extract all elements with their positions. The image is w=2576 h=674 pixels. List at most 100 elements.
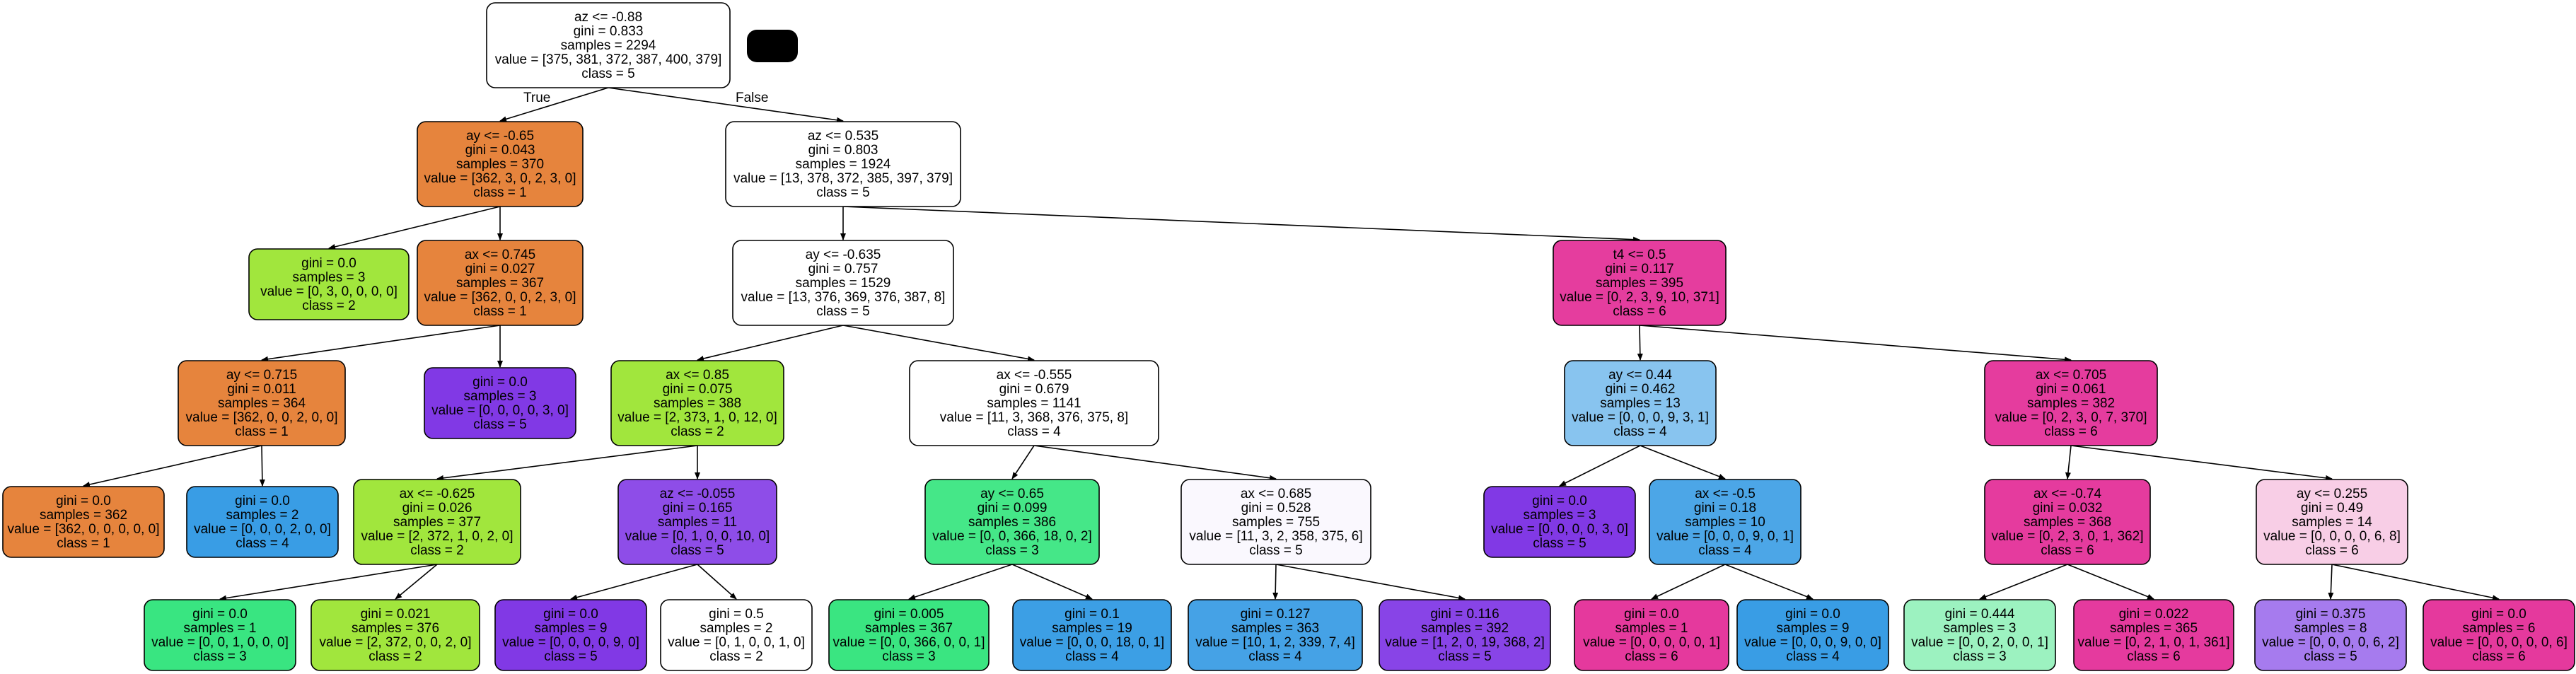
node-box (1564, 360, 1717, 446)
node-line: value = [0, 0, 0, 9, 0, 0] (1744, 635, 1881, 650)
node-line: ay <= 0.44 (1608, 368, 1672, 383)
node-line: ax <= 0.705 (2036, 368, 2106, 383)
node-line: gini = 0.444 (1945, 607, 2015, 622)
node-line: class = 5 (1438, 649, 1492, 664)
node-line: ay <= 0.65 (980, 487, 1044, 501)
node-line: samples = 3 (464, 389, 537, 404)
node-line: samples = 388 (654, 396, 741, 411)
black-rounded-badge (747, 30, 798, 62)
node-line: gini = 0.011 (227, 382, 296, 397)
node-line: class = 6 (1613, 304, 1666, 319)
node-line: samples = 365 (2110, 621, 2198, 636)
node-line: value = [375, 381, 372, 387, 400, 379] (495, 52, 722, 67)
node-line: gini = 0.0 (235, 494, 290, 509)
edge-n8-n24 (842, 206, 1640, 243)
edge-n18-n20 (1011, 564, 1093, 600)
node-line: gini = 0.0 (301, 256, 356, 271)
node-line: class = 3 (882, 649, 936, 664)
node-line: samples = 367 (456, 276, 544, 291)
node-box (924, 479, 1100, 565)
node-line: gini = 0.833 (574, 24, 644, 39)
node-line: gini = 0.0 (1624, 607, 1679, 622)
node-line: class = 3 (193, 649, 247, 664)
edge-n30-n34 (2070, 445, 2333, 481)
node-line: samples = 9 (1777, 621, 1850, 636)
node-line: class = 4 (1698, 543, 1752, 558)
edge-n24-n30 (1639, 325, 2072, 363)
node-line: value = [0, 2, 3, 9, 10, 371] (1560, 290, 1719, 305)
node-box (144, 599, 296, 671)
node-box (2254, 599, 2407, 671)
node-line: class = 5 (1533, 536, 1586, 551)
node-line: gini = 0.032 (2033, 501, 2103, 516)
node-box (909, 360, 1159, 446)
node-box (424, 367, 576, 439)
node-line: gini = 0.021 (361, 607, 431, 622)
node-line: class = 4 (236, 536, 289, 551)
node-line: class = 2 (671, 424, 724, 439)
node-line: ay <= -0.65 (466, 129, 534, 144)
node-box (1188, 599, 1363, 671)
edge-n18-n19 (908, 564, 1013, 600)
node-line: class = 1 (235, 424, 289, 439)
node-box (1180, 479, 1371, 565)
edge-label-false: False (736, 91, 768, 105)
node-line: samples = 2294 (561, 38, 656, 53)
node-line: gini = 0.027 (465, 262, 535, 277)
node-line: class = 5 (671, 543, 724, 558)
node-line: value = [13, 376, 369, 376, 387, 8] (741, 290, 946, 305)
node-box (311, 599, 480, 671)
node-line: value = [0, 1, 0, 0, 1, 0] (668, 635, 805, 650)
node-line: class = 3 (985, 543, 1039, 558)
edges-layer: True False (83, 87, 2500, 601)
node-line: class = 3 (1953, 649, 2007, 664)
node-line: gini = 0.528 (1241, 501, 1311, 516)
node-line: samples = 755 (1232, 515, 1320, 530)
node-line: class = 1 (57, 536, 110, 551)
node-line: value = [0, 0, 0, 0, 3, 0] (431, 403, 569, 418)
node-line: ax <= -0.625 (400, 487, 475, 501)
node-line: gini = 0.061 (2036, 382, 2106, 397)
node-line: samples = 19 (1052, 621, 1132, 636)
node-line: gini = 0.0 (2471, 607, 2526, 622)
node-line: gini = 0.075 (663, 382, 733, 397)
edge-label-true: True (523, 91, 550, 105)
node-line: class = 5 (581, 66, 635, 81)
node-box (610, 360, 784, 446)
node-line: value = [0, 0, 0, 0, 3, 0] (1491, 522, 1628, 537)
node-box (186, 486, 339, 558)
node-line: samples = 370 (456, 157, 544, 172)
node-line: value = [0, 0, 366, 18, 0, 2] (932, 529, 1092, 544)
edge-n9-n17 (842, 325, 1035, 362)
node-line: value = [0, 3, 0, 0, 0, 0] (260, 284, 398, 299)
node-line: samples = 1 (184, 621, 257, 636)
node-line: samples = 2 (226, 508, 299, 523)
edge-n25-n27 (1640, 445, 1726, 480)
edge-n27-n28 (1651, 564, 1726, 600)
node-line: samples = 1529 (796, 276, 891, 291)
node-box (1903, 599, 2056, 671)
node-line: samples = 9 (535, 621, 608, 636)
node-line: value = [0, 0, 0, 18, 0, 1] (1020, 635, 1164, 650)
node-line: az <= -0.88 (574, 10, 642, 25)
edge-n30-n31 (2065, 445, 2072, 480)
node-line: class = 1 (473, 304, 527, 319)
node-box (486, 2, 731, 88)
node-line: class = 5 (473, 417, 527, 432)
node-line: value = [0, 0, 2, 0, 0, 1] (1911, 635, 2048, 650)
node-line: samples = 376 (352, 621, 439, 636)
node-line: samples = 3 (293, 270, 366, 285)
